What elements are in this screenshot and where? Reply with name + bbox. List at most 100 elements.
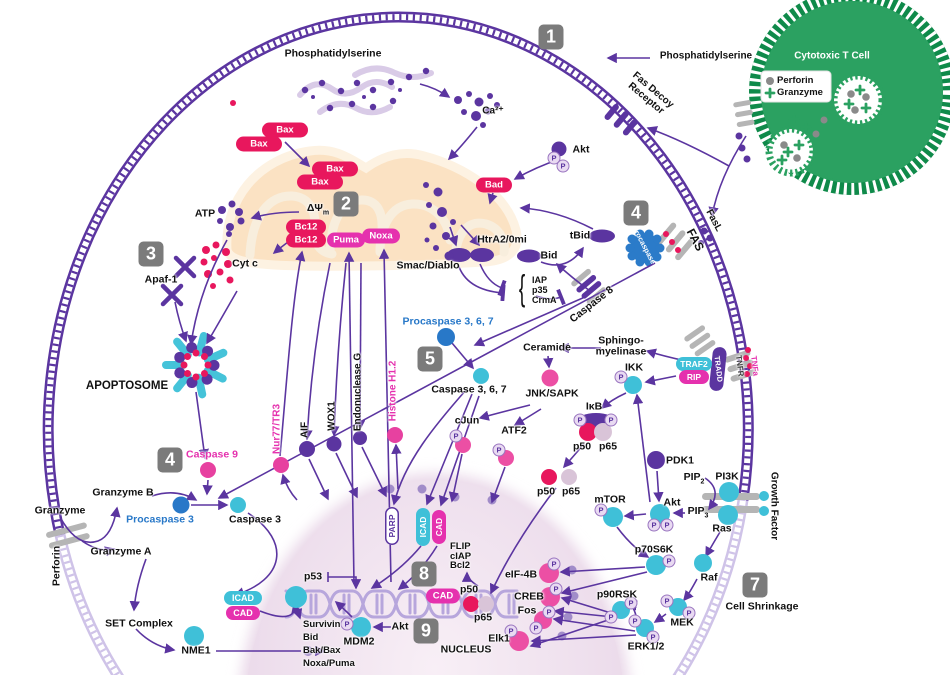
eif4b-label: eIF-4B xyxy=(504,568,538,581)
mek-label: MEK xyxy=(670,616,694,629)
endonuclease-g-node xyxy=(353,431,367,445)
p35-label: p35 xyxy=(532,285,548,296)
tbid-label: tBid xyxy=(569,229,591,242)
calcium-label: Ca²⁺ xyxy=(482,105,504,117)
phospho-badge: P xyxy=(492,443,506,457)
step-badge-2: 2 xyxy=(333,191,359,217)
pi3k-label: PI3K xyxy=(715,470,739,483)
bcl2-pill: Bc12 xyxy=(286,232,326,248)
akt-label-mid: Akt xyxy=(663,496,681,509)
cjun-label: cJun xyxy=(454,414,480,427)
phospho-badge: P xyxy=(547,557,561,571)
nme1-node xyxy=(184,626,204,646)
bax-pill: Bax xyxy=(312,161,358,177)
step-badge-5: 5 xyxy=(417,346,443,372)
caspase367-label: Caspase 3, 6, 7 xyxy=(431,383,507,396)
histone-h12-label: Histone H1.2 xyxy=(387,360,399,422)
pdk1-label: PDK1 xyxy=(665,454,695,467)
puma-pill: Puma xyxy=(327,232,365,248)
calcium-dots xyxy=(454,91,500,128)
bax-pill: Bax xyxy=(236,136,282,152)
noxa-pill: Noxa xyxy=(362,228,400,244)
p65-node xyxy=(561,469,577,485)
pip2-label: PIP2 xyxy=(683,471,705,486)
caspase3-label: Caspase 3 xyxy=(229,513,281,526)
phospho-badge: P xyxy=(573,413,587,427)
p90rsk-label: p90RSK xyxy=(596,588,638,601)
pi3k-node xyxy=(719,482,739,502)
nur77-node xyxy=(273,457,289,473)
survivin-label: Survivin xyxy=(303,618,341,630)
phospho-badge: P xyxy=(624,596,638,610)
phospho-badge: P xyxy=(556,159,570,173)
p65-node-dna xyxy=(478,596,494,612)
p70s6k-node xyxy=(646,555,666,575)
p50-label-dna: p50 xyxy=(459,583,479,596)
phospho-badge: P xyxy=(340,617,354,631)
pdk1-node xyxy=(647,451,665,469)
step-badge-9: 9 xyxy=(413,618,439,644)
nucleus-label: NUCLEUS xyxy=(440,643,492,656)
nur77-label: Nur77/TR3 xyxy=(271,403,283,455)
phospho-badge: P xyxy=(662,554,676,568)
fas-receptor-icon xyxy=(656,222,714,261)
atp-label: ATP xyxy=(194,207,216,220)
bid-label: Bid xyxy=(540,249,558,262)
perforin-label: Perforin xyxy=(50,545,63,587)
iap-label: IAP xyxy=(532,275,548,286)
granzyme-b-label: Granzyme B xyxy=(92,486,154,499)
histone-node xyxy=(387,427,403,443)
cytotoxic-t-cell-label: Cytotoxic T Cell xyxy=(794,50,870,62)
phospho-badge: P xyxy=(604,413,618,427)
pip3-label: PIP3 xyxy=(687,505,709,520)
procaspase367-label: Procaspase 3, 6, 7 xyxy=(402,315,494,328)
p65-label: p65 xyxy=(561,485,581,498)
cytochrome-c-label: Cyt c xyxy=(232,257,258,270)
ikb-label: IκB xyxy=(585,400,603,413)
phospho-badge: P xyxy=(682,606,696,620)
traf2-pill: TRAF2 xyxy=(676,357,712,371)
caspase9-label: Caspase 9 xyxy=(186,448,238,461)
step-badge-8: 8 xyxy=(411,561,437,587)
wox1-label: WOX1 xyxy=(326,401,338,431)
brace-glyph: { xyxy=(518,269,526,310)
akt-label-nucleus: Akt xyxy=(391,620,409,633)
step-badge-7: 7 xyxy=(742,572,768,598)
ikk-node xyxy=(624,376,642,394)
ras-label: Ras xyxy=(712,522,732,535)
bad-pill: Bad xyxy=(476,177,512,193)
phospho-badge: P xyxy=(660,518,674,532)
atp-dots xyxy=(217,200,245,237)
akt-label-top: Akt xyxy=(572,143,590,156)
htra2-omi-label: HtrA2/0mi xyxy=(477,233,527,246)
step-badge-4-right: 4 xyxy=(623,200,649,226)
step-badge-4-left: 4 xyxy=(157,447,183,473)
apoptosome-complex xyxy=(162,332,228,399)
fos-label: Fos xyxy=(517,604,537,617)
phospho-badge: P xyxy=(504,624,518,638)
ceramide-node xyxy=(541,369,559,387)
cell-membrane xyxy=(42,11,754,675)
phospho-badge: P xyxy=(628,614,642,628)
noxa-puma-label: Noxa/Puma xyxy=(303,657,355,669)
phospho-badge: P xyxy=(542,605,556,619)
smac-diablo-label: Smac/Diablo xyxy=(396,259,460,272)
p50-label: p50 xyxy=(572,440,592,453)
dna-helix xyxy=(284,589,519,619)
legend-perforin-label: Perforin xyxy=(777,74,814,86)
p53-label: p53 xyxy=(303,570,323,583)
caspase367-node xyxy=(473,368,489,384)
phospho-badge: P xyxy=(614,370,628,384)
procaspase8-blob xyxy=(625,229,665,267)
cell-shrinkage-label: Cell Shrinkage xyxy=(725,600,799,613)
mitochondria xyxy=(222,145,522,271)
ciap-label: cIAP xyxy=(450,550,472,562)
step-badge-1: 1 xyxy=(538,24,564,50)
set-complex-label: SET Complex xyxy=(105,617,173,630)
bcl2-pill: Bc12 xyxy=(286,219,326,235)
phospho-badge: P xyxy=(660,594,674,608)
aif-node xyxy=(299,441,315,457)
bcl2-label: Bcl2 xyxy=(450,559,471,571)
